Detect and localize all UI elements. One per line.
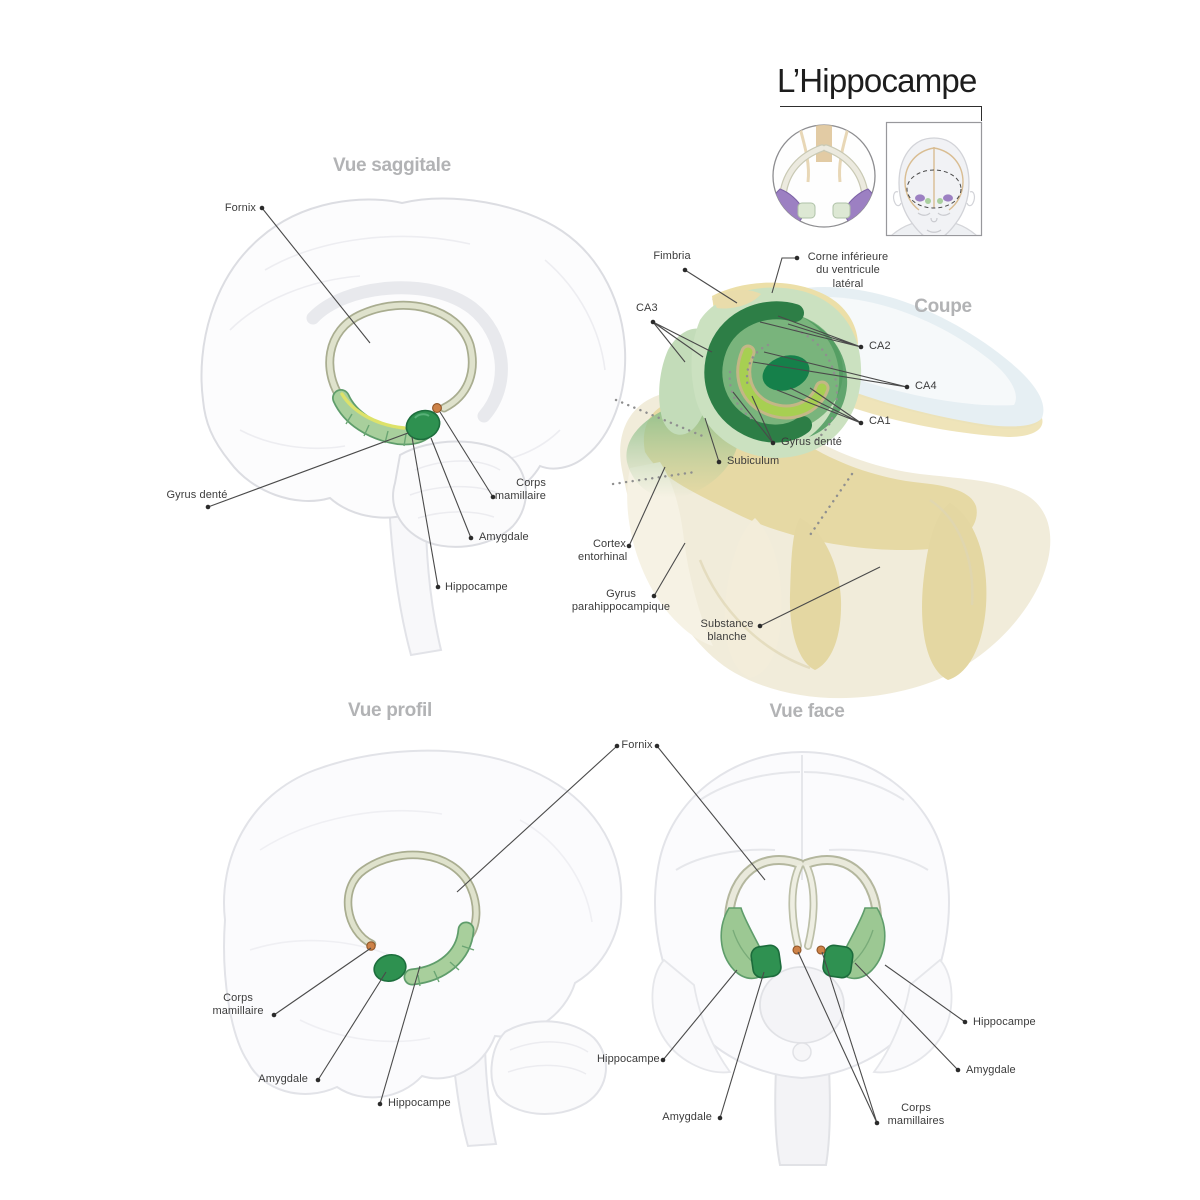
title-underline — [780, 106, 982, 107]
fornix-shape — [345, 852, 479, 947]
mamillary-body-right-dot — [816, 945, 826, 955]
pons-shape — [759, 966, 845, 1044]
coupe-illustration — [611, 282, 1051, 699]
label-gyrus-dente-sagittal: Gyrus denté — [166, 489, 228, 501]
sagittal-brain-illustration — [200, 197, 627, 657]
label-ca3: CA3 — [636, 302, 658, 314]
label-dots — [205, 205, 968, 1126]
fornix-column-left-core — [790, 864, 802, 949]
fimbria-line — [340, 392, 406, 430]
label-corps-mamillaire-profil: Corps mamillaire — [212, 992, 264, 1018]
hippocampus-mark-left — [915, 194, 925, 202]
hilus-center — [762, 355, 810, 391]
label-subiculum: Subiculum — [727, 455, 780, 467]
mamillary-body-dot — [366, 941, 376, 951]
cerebellum-shape — [490, 1020, 607, 1115]
label-hippocampe-face-gauche: Hippocampe — [597, 1053, 660, 1065]
ca-dark-ring — [704, 301, 812, 443]
head-localization-inset-icon — [885, 121, 983, 237]
label-ca1: CA1 — [869, 415, 891, 427]
cerebrum-shape — [223, 749, 623, 1099]
fold-gap-right — [922, 503, 987, 680]
fornix-left-core — [726, 857, 803, 919]
label-ca4: CA4 — [915, 380, 937, 392]
label-amygdale-sagittal: Amygdale — [479, 531, 529, 543]
face-brain-illustration — [651, 750, 953, 1166]
fornix-column-right-core — [804, 864, 816, 949]
sulci-lines — [229, 235, 606, 463]
label-gyrus-parahippocampique: Gyrus parahippocampique — [571, 588, 671, 614]
fissure-lines — [675, 755, 929, 880]
corpus-callosum-outline — [306, 281, 508, 423]
hippocampus-segments — [345, 413, 407, 447]
dentate-gyrus-shape — [739, 347, 827, 417]
fold-prong-left — [724, 518, 782, 678]
cerebrum-shape — [654, 750, 950, 1080]
entorhinal-ribbon — [627, 462, 713, 646]
mamillary-body-dot — [432, 403, 442, 413]
medulla-dot — [792, 1042, 812, 1062]
cerebrum-shape — [200, 197, 627, 519]
label-corps-mamillaire-sagittal: Corps mamillaire — [494, 477, 546, 503]
amygdala-right-shape — [822, 944, 854, 979]
brain-outline-overlay — [904, 147, 964, 211]
panel-title-coupe: Coupe — [914, 296, 972, 317]
label-gyrus-dente-coupe: Gyrus denté — [781, 436, 843, 448]
label-hippocampe-sagittal: Hippocampe — [445, 581, 508, 593]
temporal-lobe-right — [872, 958, 953, 1074]
label-amygdale-profil: Amygdale — [258, 1073, 308, 1085]
label-fornix-shared: Fornix — [621, 739, 653, 751]
label-fornix-sagittal: Fornix — [224, 202, 256, 214]
green-mark-left — [925, 198, 931, 204]
amygdala-highlight — [414, 413, 430, 419]
panel-title-face: Vue face — [769, 701, 845, 722]
panel-title-profil: Vue profil — [348, 700, 432, 721]
title-underline-tick — [981, 106, 982, 121]
cerebellum-lines — [507, 1041, 589, 1075]
label-amygdale-face-gauche: Amygdale — [662, 1111, 712, 1123]
fold-shading — [698, 498, 974, 670]
mamillary-body-left-dot — [792, 945, 802, 955]
amygdala-left-shape — [750, 944, 782, 979]
dashed-focus-ellipse — [906, 169, 962, 209]
label-corps-mamillaires-face: Corps mamillaires — [887, 1102, 945, 1128]
label-fimbria: Fimbria — [653, 250, 691, 262]
label-substance-blanche: Substance blanche — [700, 618, 754, 644]
fold-gap-center — [789, 518, 842, 670]
label-cortex-entorhinal: Cortex entorhinal — [578, 538, 628, 564]
label-ca2: CA2 — [869, 340, 891, 352]
coronal-brain-inset-icon — [772, 124, 876, 228]
page-title: L’Hippocampe — [777, 62, 977, 99]
panel-title-sagittal: Vue saggitale — [333, 155, 451, 176]
hippocampus-segments — [417, 945, 475, 987]
hippocampus-shape — [405, 923, 473, 984]
label-amygdale-face-droit: Amygdale — [966, 1064, 1016, 1076]
label-corne-inferieure: Corne inférieure du ventricule latéral — [807, 251, 889, 290]
amygdala-shape — [373, 953, 407, 983]
dotted-guides — [611, 328, 854, 540]
hippocampus-mark-right — [943, 194, 953, 202]
fornix-shape — [327, 302, 476, 411]
temporal-lobe-left — [651, 958, 732, 1074]
ears — [892, 191, 976, 207]
fornix-right-core — [803, 857, 880, 919]
label-hippocampe-face-droit: Hippocampe — [973, 1016, 1036, 1028]
profile-brain-illustration — [223, 749, 623, 1148]
leader-lines — [207, 207, 966, 1124]
face-features — [917, 212, 951, 233]
label-hippocampe-profil: Hippocampe — [388, 1097, 451, 1109]
green-mark-right — [937, 198, 943, 204]
amygdala-shape — [405, 409, 441, 441]
sulci-lines — [249, 810, 593, 1043]
